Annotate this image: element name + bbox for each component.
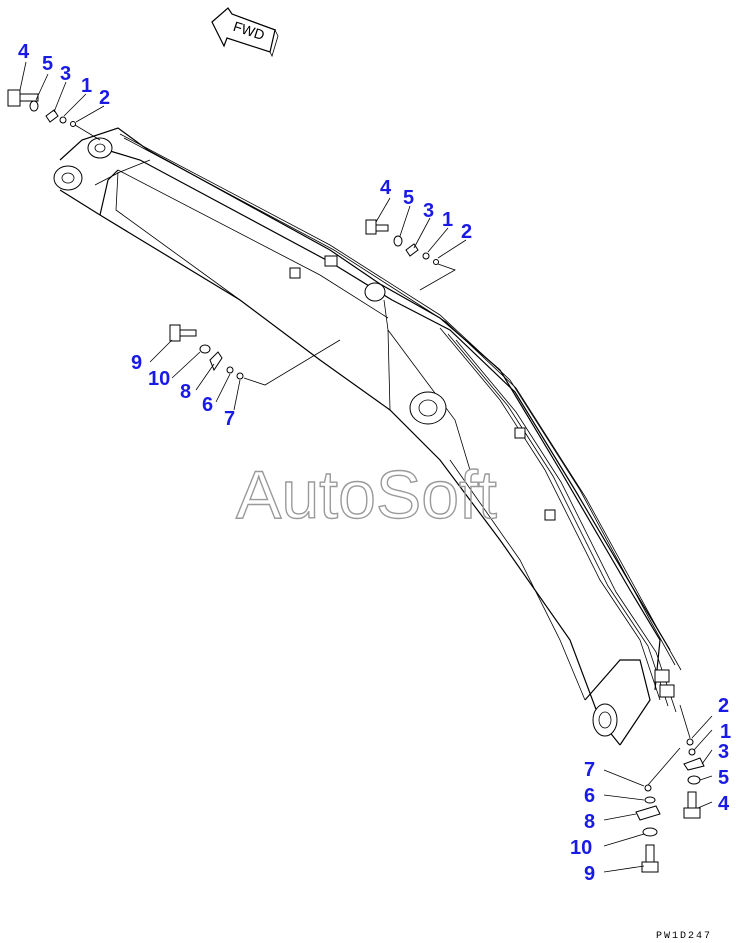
callout-3: 3 [423,200,434,222]
parts-group-bottom-center [635,747,681,873]
callout-1: 1 [720,721,731,743]
drawing-code: PW1D247 [656,931,712,942]
callout-4: 4 [718,793,730,815]
callout-1: 1 [442,209,453,231]
callouts-middle: 4 5 3 1 2 [380,177,472,243]
callout-7: 7 [584,759,595,781]
callouts-top-left: 4 5 3 1 2 [18,41,110,109]
callouts-bottom-right: 2 1 3 5 4 [718,695,731,815]
boom-structure [53,127,682,746]
callout-2: 2 [461,221,472,243]
leader-lines [19,61,713,873]
callout-6: 6 [202,394,213,416]
parts-group-left-lower [169,324,341,386]
callout-1: 1 [81,75,92,97]
callout-2: 2 [99,87,110,109]
callout-9: 9 [584,863,595,885]
callout-3: 3 [718,741,729,763]
callout-2: 2 [718,695,729,717]
callout-8: 8 [584,811,595,833]
forward-label: FWD [231,18,266,43]
callout-6: 6 [584,785,595,807]
callout-5: 5 [718,767,729,789]
callout-9: 9 [131,352,142,374]
callout-4: 4 [380,177,392,199]
watermark: AutoSoft [236,457,497,533]
callouts-left-lower: 9 10 8 6 7 [131,352,235,430]
parts-group-middle [365,219,456,291]
callout-3: 3 [60,63,71,85]
callout-5: 5 [42,53,53,75]
callout-10: 10 [570,837,592,859]
callout-8: 8 [180,381,191,403]
callouts-bottom-center: 7 6 8 10 9 [570,759,595,885]
callout-4: 4 [18,41,30,63]
parts-group-top-left [7,89,101,141]
forward-arrow-icon: FWD [211,7,279,58]
callout-10: 10 [148,368,170,390]
callout-5: 5 [403,187,414,209]
callout-7: 7 [224,408,235,430]
parts-group-bottom-right [679,704,705,819]
